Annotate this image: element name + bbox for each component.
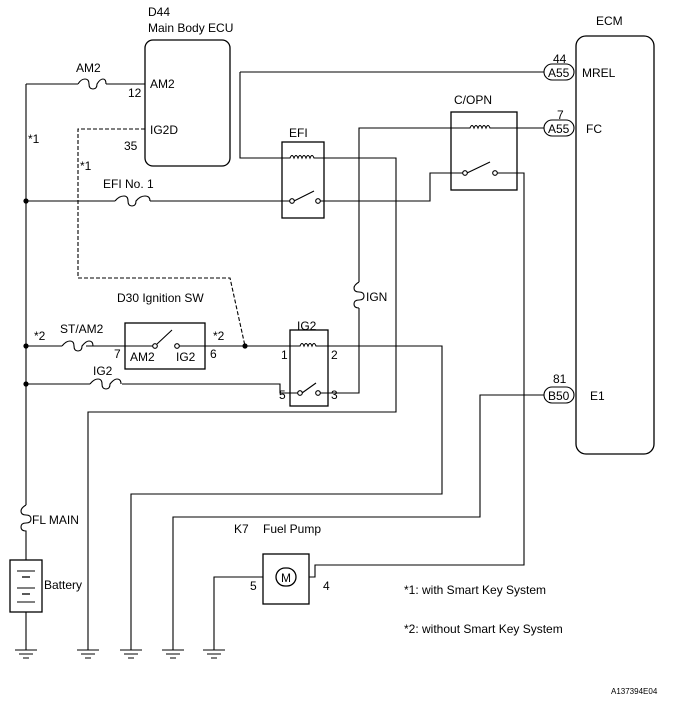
- star1-dashed: *1: [80, 159, 92, 173]
- star1-left: *1: [28, 132, 40, 146]
- d44-pin-35: 35: [124, 139, 138, 153]
- ecm-mrel-label: MREL: [582, 66, 616, 80]
- relay-ig2-pin2: 2: [331, 348, 338, 362]
- fuse-fl-main-label: FL MAIN: [32, 513, 79, 527]
- d44-pin-ig2d-label: IG2D: [150, 123, 178, 137]
- efi-no1-fuse-icon: [114, 195, 151, 207]
- copn-relay: [450, 111, 518, 191]
- relay-ig2-pin1: 1: [281, 348, 288, 362]
- ecm-e1-label: E1: [590, 389, 605, 403]
- d44-pin-12: 12: [128, 86, 142, 100]
- figure-id: A137394E04: [611, 687, 658, 696]
- fuel-pump-pin5: 5: [250, 579, 257, 593]
- ign-fuse-icon: [353, 281, 365, 309]
- fuel-pump-name: Fuel Pump: [263, 522, 321, 536]
- fuse-efi-no1-label: EFI No. 1: [103, 177, 154, 191]
- note-smart-key: *1: with Smart Key System: [404, 583, 546, 597]
- fuse-ign-label: IGN: [366, 290, 387, 304]
- ecm-mrel-no: 44: [553, 52, 567, 66]
- ignition-sw-title: D30 Ignition SW: [117, 291, 204, 305]
- connector-b50-e1: [543, 386, 575, 404]
- main-body-ecu-box: [144, 39, 231, 167]
- relay-ig2-pin3: 3: [331, 388, 338, 402]
- am2-fuse-icon: [77, 78, 107, 90]
- connector-a55-fc: [543, 119, 575, 137]
- ignition-switch: [124, 322, 206, 370]
- relay-efi-label: EFI: [289, 126, 308, 140]
- star2-switch: *2: [213, 329, 225, 343]
- ecm-fc-no: 7: [557, 108, 564, 122]
- fuel-pump-ref: K7: [234, 522, 249, 536]
- ecm-box: [575, 35, 655, 455]
- ignition-sw-pin7: 7: [114, 347, 121, 361]
- relay-copn-label: C/OPN: [454, 93, 492, 107]
- d44-name: Main Body ECU: [148, 21, 233, 35]
- ignition-sw-pin6: 6: [210, 347, 217, 361]
- ecm-title: ECM: [596, 14, 623, 28]
- d44-pin-am2-label: AM2: [150, 77, 175, 91]
- motor-icon: M: [281, 571, 291, 585]
- fl-main-fuse-icon: [20, 504, 32, 532]
- ignition-sw-am2: AM2: [130, 350, 155, 364]
- ecm-e1-no: 81: [553, 372, 567, 386]
- fuel-pump-pin4: 4: [323, 579, 330, 593]
- fuse-st-am2-label: ST/AM2: [60, 322, 104, 336]
- ig2-fuse-icon: [89, 378, 122, 390]
- note-no-smart-key: *2: without Smart Key System: [404, 622, 563, 636]
- ground-icons: [15, 649, 225, 659]
- d44-ref: D44: [148, 5, 170, 19]
- ecm-fc-conn: A55: [548, 122, 570, 136]
- fuse-am2-label: AM2: [76, 61, 101, 75]
- ecm-fc-label: FC: [586, 122, 602, 136]
- relay-ig2-label: IG2: [297, 319, 317, 333]
- star2-left: *2: [34, 329, 46, 343]
- fuse-ig2-label: IG2: [93, 364, 113, 378]
- relay-ig2-pin5: 5: [279, 388, 286, 402]
- ignition-sw-ig2: IG2: [176, 350, 196, 364]
- battery-icon: [9, 559, 43, 613]
- st-am2-fuse-icon: [61, 340, 97, 352]
- ig2-relay: [280, 329, 346, 407]
- efi-relay: [281, 141, 325, 219]
- ecm-mrel-conn: A55: [548, 66, 570, 80]
- wires: [25, 71, 544, 650]
- junction-dots: [23, 198, 248, 387]
- battery-label: Battery: [44, 578, 82, 592]
- connector-a55-mrel: [543, 63, 575, 81]
- fuel-pump: [262, 553, 310, 605]
- ecm-e1-conn: B50: [548, 389, 570, 403]
